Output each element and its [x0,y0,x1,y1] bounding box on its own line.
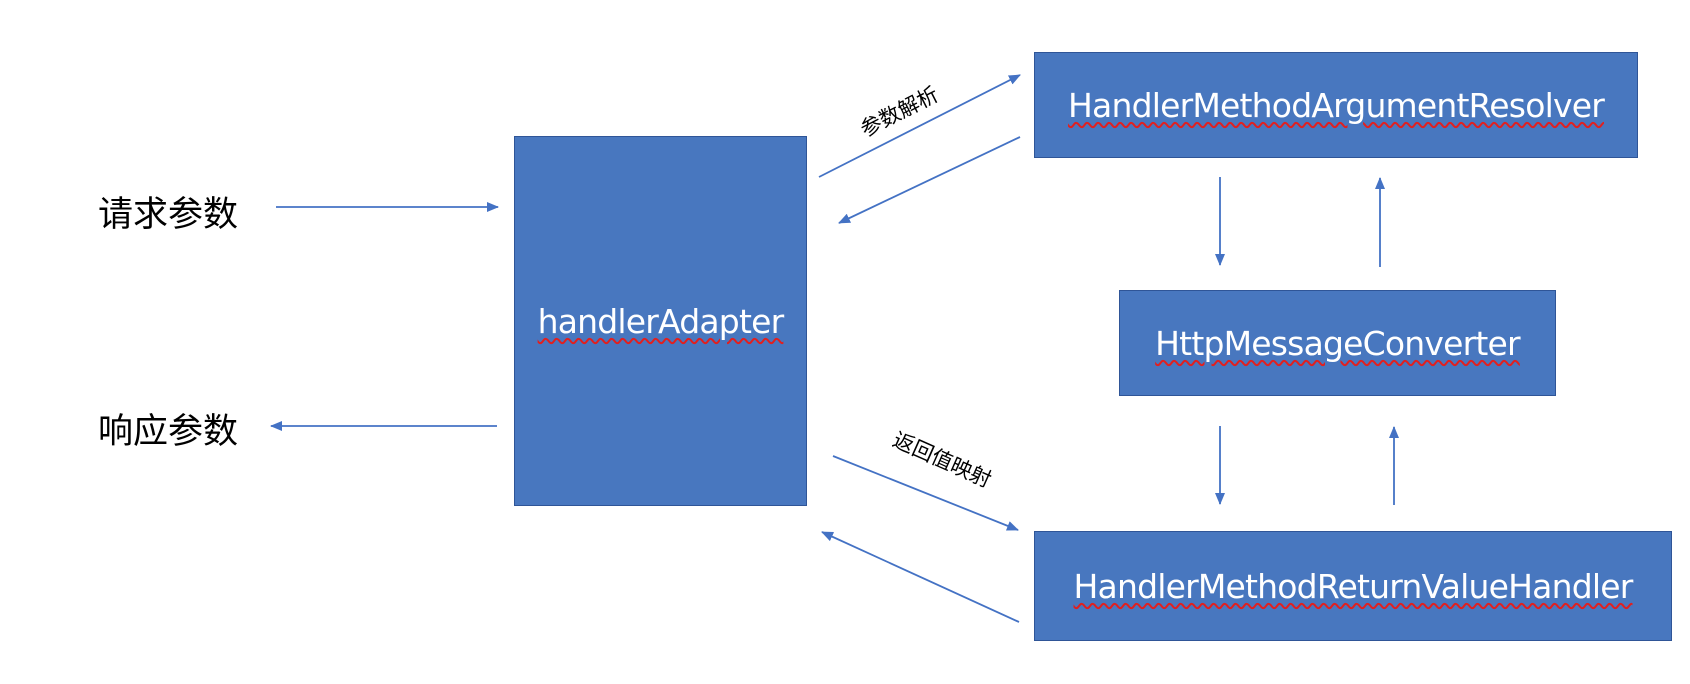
message-converter-box: HttpMessageConverter [1119,290,1556,396]
return-value-handler-box: HandlerMethodReturnValueHandler [1034,531,1672,641]
param-parsing-label: 参数解析 [856,82,943,142]
request-params-label: 请求参数 [98,195,239,235]
message-converter-label: HttpMessageConverter [1155,323,1520,363]
return-value-mapping-label: 返回值映射 [889,427,995,493]
handler-adapter-box: handlerAdapter [514,136,807,506]
response-params-label: 响应参数 [98,412,239,452]
handler-adapter-label: handlerAdapter [537,301,785,341]
argument-resolver-label: HandlerMethodArgumentResolver [1068,85,1605,125]
arrow-return-handler-to-adapter [821,531,1020,623]
arrow-resolver-to-adapter [838,136,1021,224]
argument-resolver-box: HandlerMethodArgumentResolver [1034,52,1638,158]
return-value-handler-label: HandlerMethodReturnValueHandler [1073,566,1634,606]
